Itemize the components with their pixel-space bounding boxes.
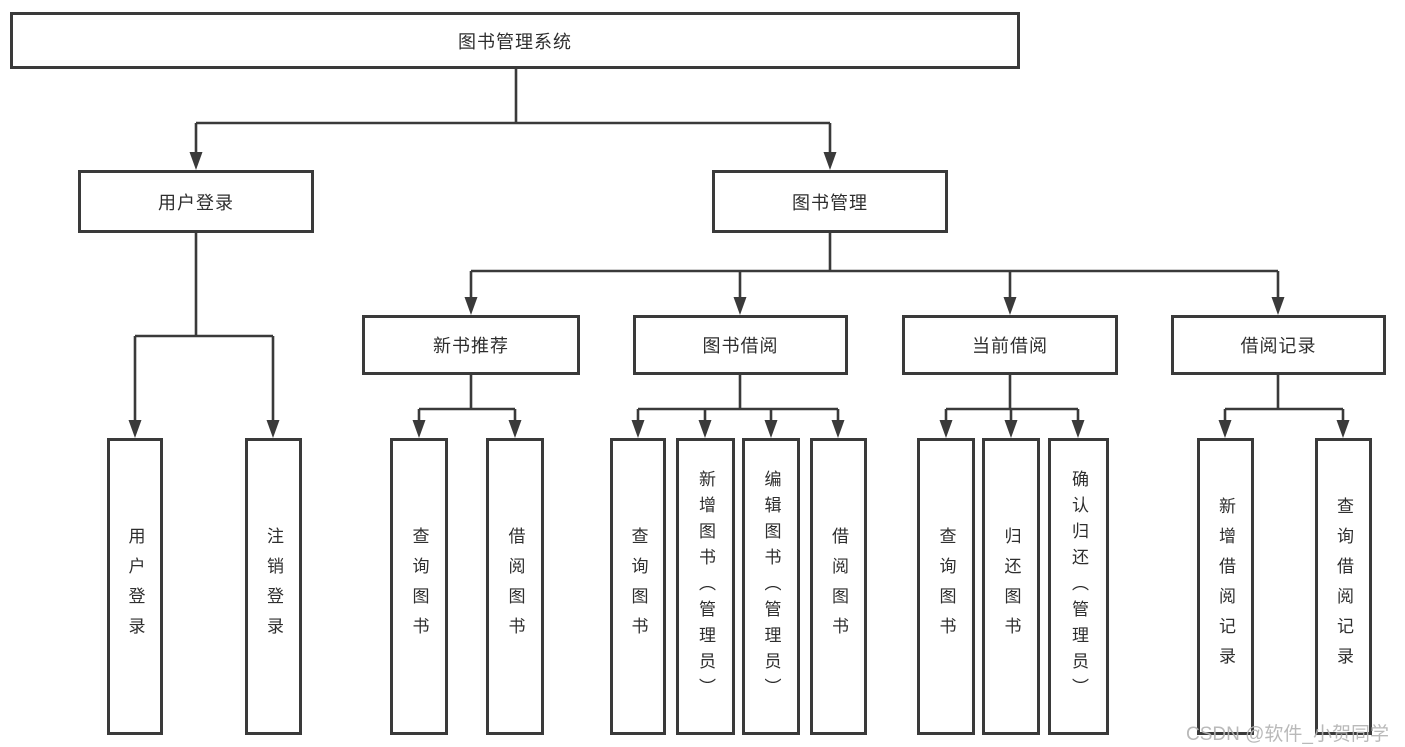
node-book-management: 图书管理	[712, 170, 948, 233]
node-new-book-recommend-label: 新书推荐	[433, 336, 509, 356]
node-user-login-label: 用户登录	[158, 192, 234, 213]
leaf-query-borrow-record: 查询借阅记录	[1315, 438, 1372, 735]
leaf-edit-book-admin-label: 编辑图书（管理员）	[761, 469, 781, 704]
leaf-logout-label: 注销登录	[264, 526, 283, 647]
leaf-logout: 注销登录	[245, 438, 302, 735]
leaf-confirm-return-admin-label: 确认归还（管理员）	[1069, 469, 1088, 704]
leaf-query-books-borrow-label: 查询图书	[628, 526, 648, 647]
leaf-return-books-label: 归还图书	[1001, 526, 1021, 647]
leaf-borrow-books-recommend: 借阅图书	[486, 438, 544, 735]
leaf-borrow-books-label: 借阅图书	[829, 526, 848, 647]
leaf-query-books-borrow: 查询图书	[610, 438, 666, 735]
leaf-add-book-admin: 新增图书（管理员）	[676, 438, 735, 735]
node-current-borrow-label: 当前借阅	[972, 336, 1048, 356]
leaf-borrow-books-recommend-label: 借阅图书	[505, 526, 525, 647]
node-new-book-recommend: 新书推荐	[362, 315, 580, 375]
leaf-borrow-books: 借阅图书	[810, 438, 867, 735]
leaf-add-borrow-record-label: 新增借阅记录	[1216, 496, 1235, 677]
leaf-query-books-recommend: 查询图书	[390, 438, 448, 735]
node-borrow-record-label: 借阅记录	[1240, 336, 1317, 356]
leaf-query-books-current: 查询图书	[917, 438, 975, 735]
leaf-user-login: 用户登录	[107, 438, 163, 735]
node-book-management-label: 图书管理	[792, 192, 868, 213]
leaf-edit-book-admin: 编辑图书（管理员）	[742, 438, 800, 735]
leaf-return-books: 归还图书	[982, 438, 1040, 735]
leaf-query-books-recommend-label: 查询图书	[409, 526, 429, 647]
leaf-user-login-label: 用户登录	[125, 526, 145, 647]
node-borrow-record: 借阅记录	[1171, 315, 1386, 375]
node-root-system: 图书管理系统	[10, 12, 1020, 69]
node-book-borrow-label: 图书借阅	[702, 336, 779, 356]
node-user-login: 用户登录	[78, 170, 314, 233]
node-book-borrow: 图书借阅	[633, 315, 848, 375]
leaf-confirm-return-admin: 确认归还（管理员）	[1048, 438, 1109, 735]
leaf-add-borrow-record: 新增借阅记录	[1197, 438, 1254, 735]
node-root-label: 图书管理系统	[458, 31, 572, 52]
leaf-query-books-current-label: 查询图书	[936, 526, 956, 647]
node-current-borrow: 当前借阅	[902, 315, 1118, 375]
leaf-query-borrow-record-label: 查询借阅记录	[1334, 496, 1353, 677]
leaf-add-book-admin-label: 新增图书（管理员）	[696, 469, 715, 704]
csdn-watermark: CSDN @软件_小贺同学	[1186, 724, 1389, 745]
